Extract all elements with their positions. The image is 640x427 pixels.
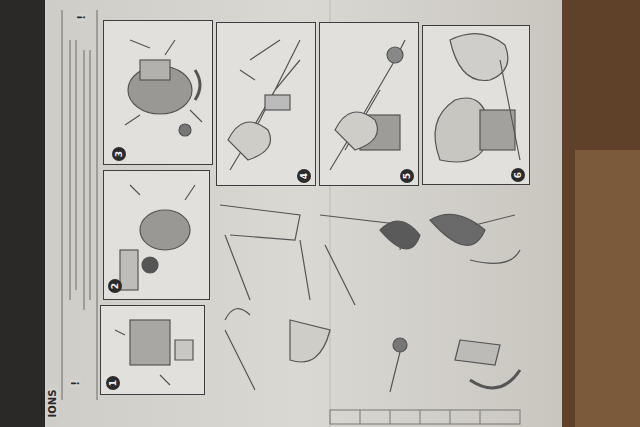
step-panel: 5 [319,22,419,186]
step-number: 6 [511,168,525,182]
step-panel: 6 [422,25,530,185]
panel-fills [100,20,530,395]
parts-table-cells [360,410,480,424]
warning-mark: ! [70,380,81,387]
step-panel: 1 [100,305,205,395]
part-sketches [115,34,520,392]
table-highlight [575,150,640,427]
step-number: 5 [400,169,414,183]
step-number: 4 [297,169,311,183]
parts-table [330,410,520,424]
step-number: 2 [108,279,122,293]
instruction-text-lines [62,10,97,400]
warning-mark: ! [76,14,87,21]
header-text: IONS [47,389,58,419]
step-number: 1 [106,376,120,390]
step-panel: 2 [103,170,210,300]
step-panel: 3 [103,20,213,165]
paper-sheet [45,0,562,427]
step-panel: 4 [216,22,316,186]
step-number: 3 [112,147,126,161]
table-top [560,0,640,427]
